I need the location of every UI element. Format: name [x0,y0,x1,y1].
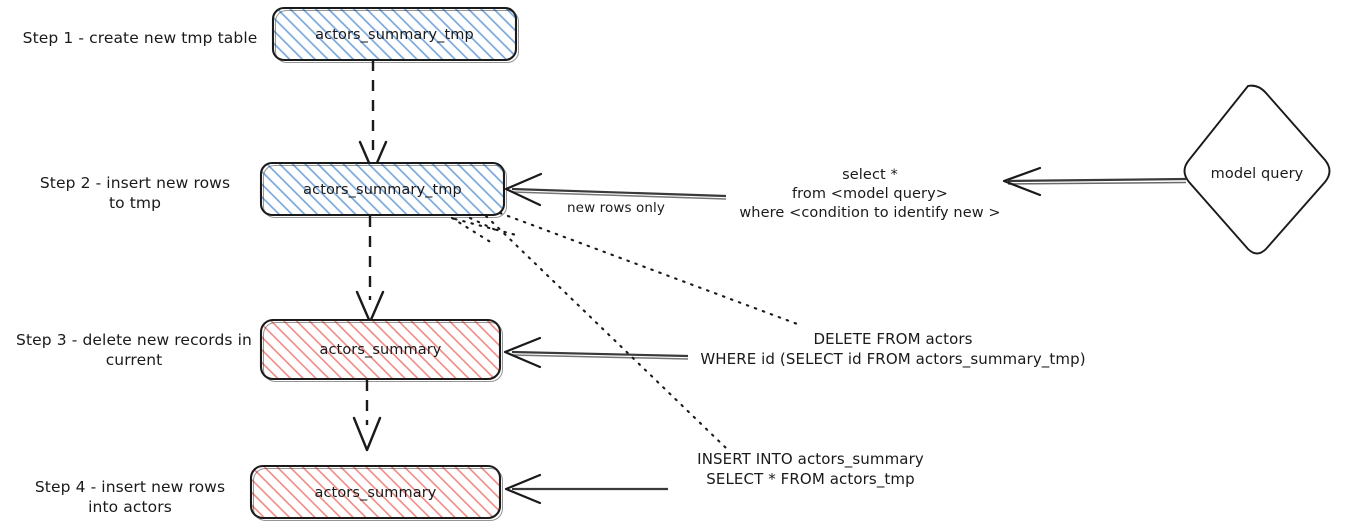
connector-step3-step4 [352,380,382,452]
step-2-label: Step 2 - insert new rows to tmp [39,174,231,213]
node-shape-sketch-echo [253,468,503,521]
node-actors-summary-tmp-2[interactable] [259,161,507,218]
node-shape [271,6,518,62]
annotation-insert-query: INSERT INTO actors_summary SELECT * FROM… [697,450,924,488]
step-4-label: Step 4 - insert new rows into actors [34,478,226,517]
node-label-model-query: model query [1210,166,1304,182]
node-label-actors-summary-2: actors_summary [314,485,437,501]
node-shape [249,464,502,520]
arrowhead [503,336,542,369]
node-model-query[interactable] [1183,84,1331,255]
leader-line-spray-b [450,216,494,245]
arrow-delete-query-to-actors-summary [503,336,689,369]
annotation-new-rows-only: new rows only [567,200,665,216]
diamond-shape [1183,84,1331,255]
arrowhead [1002,166,1042,197]
annotation-delete-query: DELETE FROM actors WHERE id (SELECT id F… [700,330,1086,368]
leader-line-delete [498,211,802,327]
arrow-line [1007,177,1187,183]
arrow-model-query-to-tmp [1002,166,1187,197]
leader-line-spray-a [468,216,502,234]
step-3-label: Step 3 - delete new records in current [16,331,252,370]
node-actors-summary-tmp-1[interactable] [271,6,519,63]
node-shape-sketch-echo [263,322,503,382]
node-label-actors-summary-tmp-1: actors_summary_tmp [315,27,474,43]
connector-step1-step2 [358,60,388,174]
arrow-line [511,187,727,198]
node-shape-sketch-echo [263,165,507,218]
leader-line-spray-c [453,217,522,238]
node-label-actors-summary-1: actors_summary [319,342,442,358]
connector-step2-step3 [355,216,385,324]
node-label-actors-summary-tmp-2: actors_summary_tmp [303,182,462,198]
arrow-line [511,350,689,358]
arrow-insert-query-to-actors-summary [504,473,668,505]
arrow-line-echo [1007,181,1187,185]
node-actors-summary-1[interactable] [259,318,503,382]
arrowhead [504,172,543,207]
leader-lines-from-tmp [450,211,802,450]
arrowhead [352,416,382,452]
arrow-line-echo [511,191,727,200]
annotation-select-query: select * from <model query> where <condi… [739,167,1001,221]
arrow-select-query-to-tmp [504,172,727,207]
arrowhead [504,473,542,505]
node-actors-summary-2[interactable] [249,464,503,521]
step-1-label: Step 1 - create new tmp table [22,29,258,47]
node-shape [259,161,506,217]
node-shape [259,318,502,381]
arrow-line-echo [511,354,689,360]
node-shape-sketch-echo [275,10,519,63]
